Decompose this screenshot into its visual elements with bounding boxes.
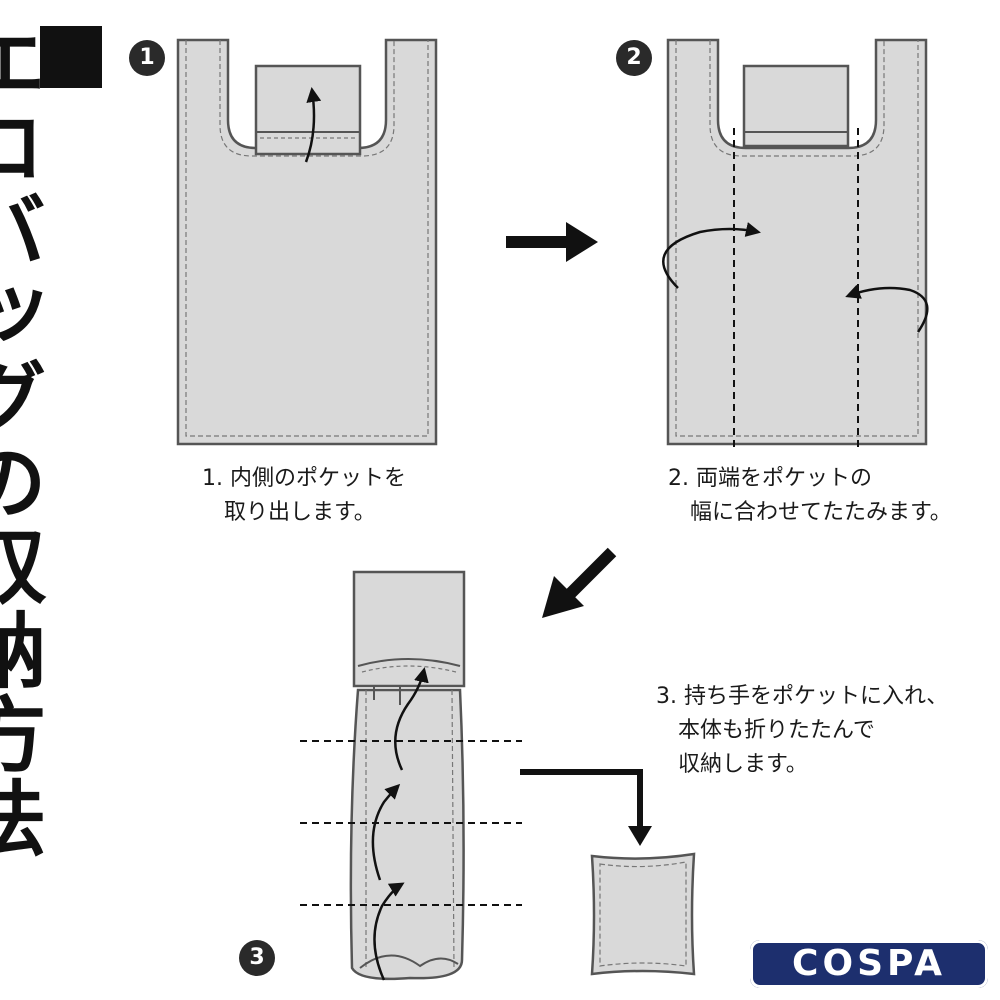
step2-bag <box>662 38 929 450</box>
roll-arrow-3 <box>373 882 405 981</box>
step-1-caption: 1. 内側のポケットを 取り出します。 <box>202 466 406 525</box>
page-title: エコバッグの収納方法 <box>0 20 102 860</box>
arrow-2-to-3 <box>542 547 617 618</box>
step-2-caption: 2. 両端をポケットの 幅に合わせてたたみます。 <box>668 466 952 525</box>
step-1-badge: 1 <box>129 40 165 76</box>
step1-pull-arrow <box>304 87 322 163</box>
fold-left-arrow <box>662 222 761 289</box>
step-2-badge: 2 <box>616 40 652 76</box>
title-text: エコバッグの収納方法 <box>0 20 45 860</box>
arrow-1-to-2 <box>506 222 598 262</box>
brand-logo: COSPA <box>750 940 988 988</box>
step-3-caption: 3. 持ち手をポケットに入れ、 本体も折りたたんで 収納します。 <box>656 684 949 777</box>
title-square-icon <box>40 26 102 88</box>
step3-pocket <box>352 570 466 688</box>
roll-arrow-1 <box>394 667 429 771</box>
fold-right-arrow <box>845 284 929 333</box>
step3-bag <box>300 570 522 981</box>
step1-bag <box>176 38 438 446</box>
step1-pocket <box>254 64 362 156</box>
finished-pouch <box>590 852 696 976</box>
roll-arrow-2 <box>371 783 401 881</box>
step-3-badge: 3 <box>239 940 275 976</box>
arrow-to-pouch <box>520 769 652 846</box>
